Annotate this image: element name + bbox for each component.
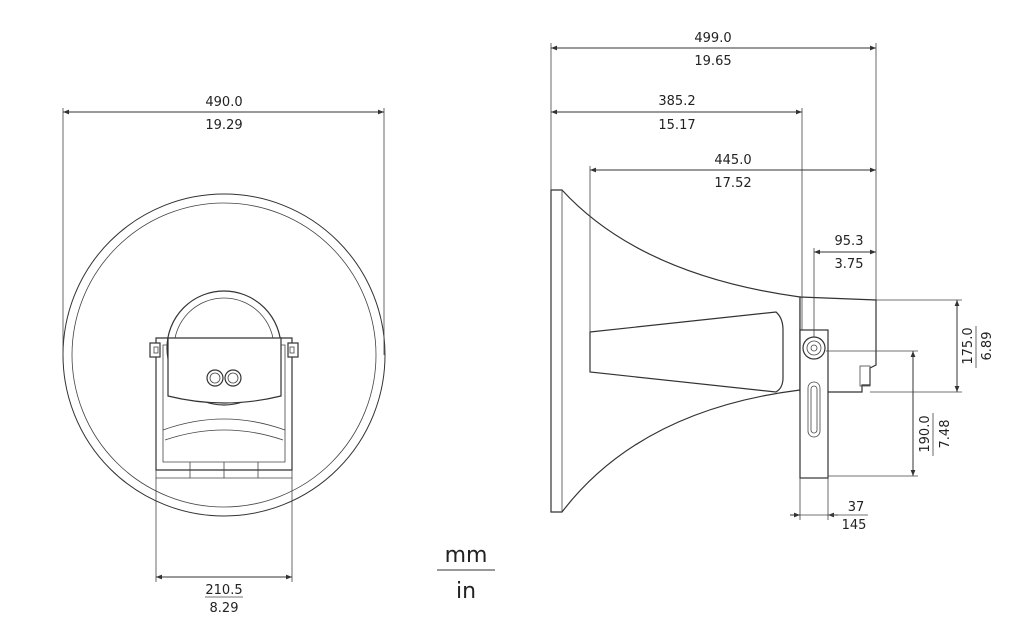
driver-depth-mm: 95.3 [835,234,864,249]
front-width-mm: 490.0 [205,95,242,110]
horn-inner-rim [71,202,377,508]
horn-throat-side [589,311,784,393]
units-legend-mm: mm [445,543,488,568]
front-view: 490.0 19.29 210.5 8.29 [62,95,386,616]
driver-height-in: 6.89 [980,332,995,361]
units-legend-in: in [456,579,476,604]
front-width-in: 19.29 [205,118,242,133]
overall-length-in: 19.65 [694,54,731,69]
bracket-width-mm: 210.5 [205,583,242,598]
bracket-thickness-mm: 37 [848,500,865,515]
mounting-bracket-side [799,329,829,479]
horn-length-in: 17.52 [714,176,751,191]
dimension-driver-height: 175.0 6.89 [870,299,995,393]
bracket-thickness-in: 145 [842,518,867,533]
dimension-pivot-height: 190.0 7.48 [826,350,953,477]
pivot-height-mm: 190.0 [918,415,933,452]
driver-height-mm: 175.0 [961,327,976,364]
dimension-horn-length: 445.0 17.52 [589,153,876,332]
driver-unit-front [166,290,282,406]
dimension-driver-depth: 95.3 3.75 [813,234,876,337]
driver-depth-in: 3.75 [835,257,864,272]
side-view: 499.0 19.65 385.2 15.17 445.0 17.52 95.3… [550,31,995,533]
units-legend: mm in [437,543,495,604]
bracket-offset-mm: 385.2 [658,94,695,109]
dimension-bracket-offset: 385.2 15.17 [551,94,803,330]
dimension-bracket-thickness: 37 145 [790,478,868,533]
dimension-front-width: 490.0 19.29 [62,95,385,355]
dimension-bracket-width: 210.5 8.29 [155,478,293,616]
pivot-height-in: 7.48 [938,420,953,449]
bracket-width-in: 8.29 [210,601,239,616]
overall-length-mm: 499.0 [694,31,731,46]
horn-length-mm: 445.0 [714,153,751,168]
dimension-overall-length: 499.0 19.65 [550,31,877,300]
bracket-offset-in: 15.17 [658,118,695,133]
